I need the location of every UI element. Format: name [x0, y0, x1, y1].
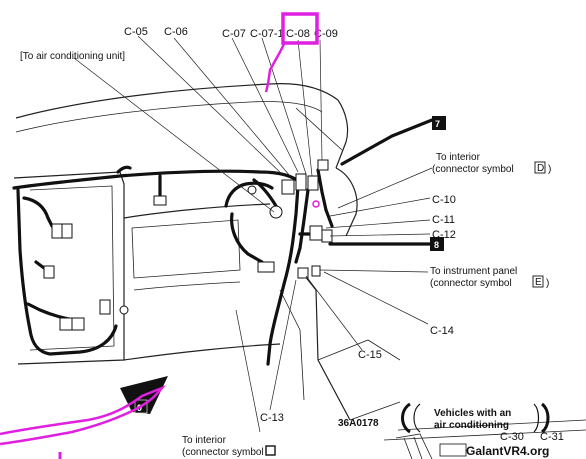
leader-lines — [73, 35, 433, 433]
highlight-stroke-9 — [0, 385, 166, 446]
label-c07-1: C-07-1 — [250, 28, 284, 40]
badge-7: 7 — [432, 116, 446, 130]
label-c12: C-12 — [432, 229, 456, 241]
label-c11: C-11 — [432, 214, 455, 226]
label-c09: C-09 — [314, 28, 338, 40]
label-c30: C-30 — [500, 431, 524, 443]
label-c14: C-14 — [430, 325, 454, 337]
labels: C-05 C-06 C-07 C-07-1 C-08 C-09 [To air … — [20, 26, 564, 459]
label-c05: C-05 — [124, 26, 148, 38]
label-air-conditioning-unit: [To air conditioning unit] — [20, 51, 125, 62]
badge-8: 8 — [430, 237, 444, 251]
ac-unit-sketch — [395, 433, 467, 459]
label-to-interior-bottom-2: (connector symbol — [182, 447, 264, 458]
label-c10: C-10 — [432, 194, 456, 206]
label-c07: C-07 — [222, 28, 246, 40]
label-to-instrument-2: (connector symbol — [430, 278, 512, 289]
label-to-interior-d-symbol: D — [537, 163, 544, 174]
label-to-instrument-symbol: E — [535, 277, 542, 288]
dashboard-outline — [13, 83, 586, 441]
badge-7-text: 7 — [435, 119, 440, 129]
label-vehicles-2: air conditioning — [434, 420, 509, 431]
label-c31: C-31 — [540, 431, 564, 443]
label-to-interior-d-close: ) — [548, 164, 551, 175]
label-c08: C-08 — [286, 28, 310, 40]
highlight-box-c08 — [281, 12, 319, 45]
badge-8-text: 8 — [434, 240, 439, 250]
label-c13: C-13 — [260, 412, 284, 424]
label-figure-code: 36A0178 — [338, 418, 379, 429]
label-to-instrument-1: To instrument panel — [430, 266, 517, 277]
label-c06: C-06 — [164, 26, 188, 38]
label-to-interior-d-2: (connector symbol — [432, 164, 514, 175]
label-c15: C-15 — [358, 349, 382, 361]
label-to-interior-bottom-1: To interior — [182, 435, 227, 446]
highlight-stroke-c08 — [264, 43, 286, 93]
wiring-harness — [12, 118, 434, 366]
connectors — [43, 159, 333, 331]
label-to-instrument-close: ) — [546, 278, 549, 289]
label-vehicles-1: Vehicles with an — [434, 408, 511, 419]
label-to-interior-d-1: To interior — [436, 152, 481, 163]
watermark: GalantVR4.org — [466, 444, 549, 458]
highlight-annotations — [0, 12, 319, 459]
